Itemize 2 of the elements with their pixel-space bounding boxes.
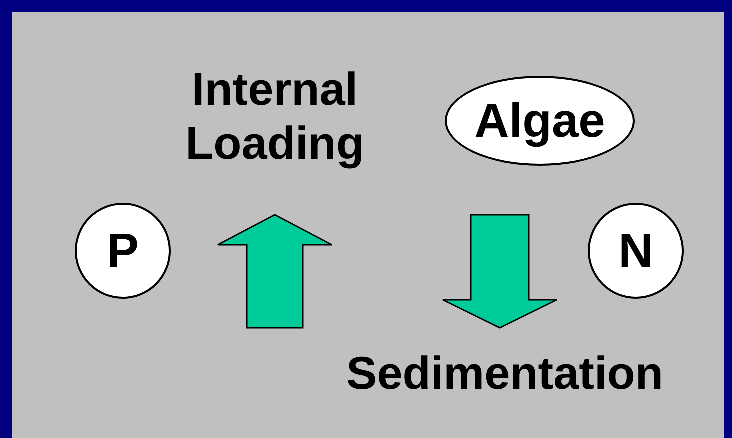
text-label: Internal Loading — [184, 62, 366, 170]
text-label: Sedimentation — [346, 346, 664, 400]
